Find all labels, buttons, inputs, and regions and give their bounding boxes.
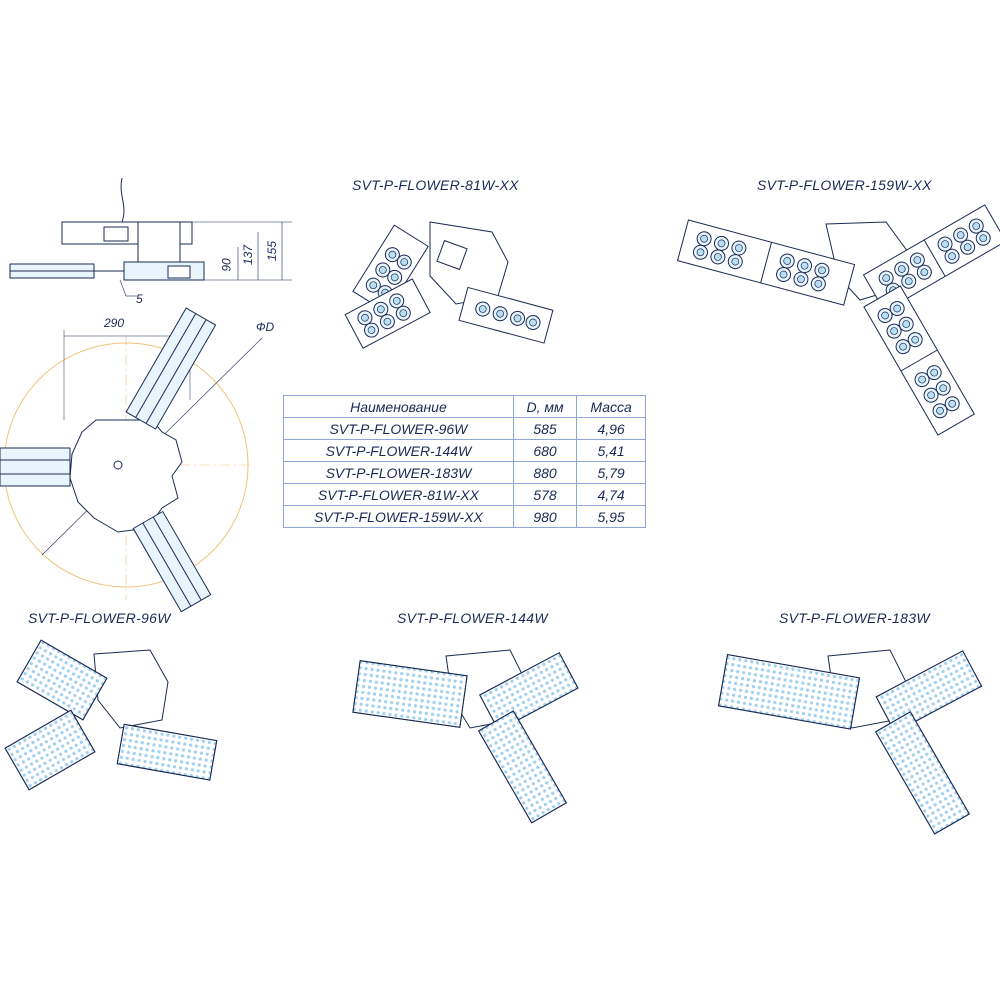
fixture-81w-xx-drawing [344,221,554,349]
cell-name: SVT-P-FLOWER-144W [283,439,514,462]
cell-mass: 4,74 [576,483,646,506]
fixture-183w-drawing [717,649,983,835]
dimension-5: 5 [136,292,143,306]
fixture-144w-drawing [352,649,579,824]
top-view-drawing [0,307,263,613]
cell-name: SVT-P-FLOWER-183W [283,461,514,484]
cell-diameter: 585 [512,417,578,440]
cell-diameter: 880 [512,461,578,484]
cell-name: SVT-P-FLOWER-81W-XX [283,483,514,506]
table-row: SVT-P-FLOWER-183W 880 5,79 [283,461,646,484]
table-header-row: Наименование D, мм Масса [283,395,646,418]
side-view-drawing [9,177,292,297]
cell-diameter: 578 [512,483,578,506]
header-diameter: D, мм [512,395,578,418]
spec-table: Наименование D, мм Масса SVT-P-FLOWER-96… [283,395,646,528]
table-row: SVT-P-FLOWER-144W 680 5,41 [283,439,646,462]
dimension-diameter: ФD [256,320,275,334]
table-row: SVT-P-FLOWER-159W-XX 980 5,95 [283,505,646,528]
table-row: SVT-P-FLOWER-81W-XX 578 4,74 [283,483,646,506]
fixture-96w-drawing [4,639,218,791]
cell-mass: 5,41 [576,439,646,462]
cell-name: SVT-P-FLOWER-96W [283,417,514,440]
table-row: SVT-P-FLOWER-96W 585 4,96 [283,417,646,440]
cell-mass: 5,95 [576,505,646,528]
cell-mass: 5,79 [576,461,646,484]
cell-name: SVT-P-FLOWER-159W-XX [283,505,514,528]
dimension-290: 290 [104,316,125,330]
cell-mass: 4,96 [576,417,646,440]
title-96w: SVT-P-FLOWER-96W [28,610,171,626]
title-144w: SVT-P-FLOWER-144W [397,610,548,626]
header-mass: Масса [576,395,646,418]
cell-diameter: 680 [512,439,578,462]
fixture-159w-xx-drawing [676,204,1000,436]
dimension-155: 155 [265,240,280,262]
dimension-137: 137 [241,244,256,266]
title-81w-xx: SVT-P-FLOWER-81W-XX [352,177,519,193]
dimension-90: 90 [219,258,234,272]
header-name: Наименование [283,395,514,418]
title-183w: SVT-P-FLOWER-183W [779,610,930,626]
title-159w-xx: SVT-P-FLOWER-159W-XX [757,177,932,193]
cell-diameter: 980 [512,505,578,528]
